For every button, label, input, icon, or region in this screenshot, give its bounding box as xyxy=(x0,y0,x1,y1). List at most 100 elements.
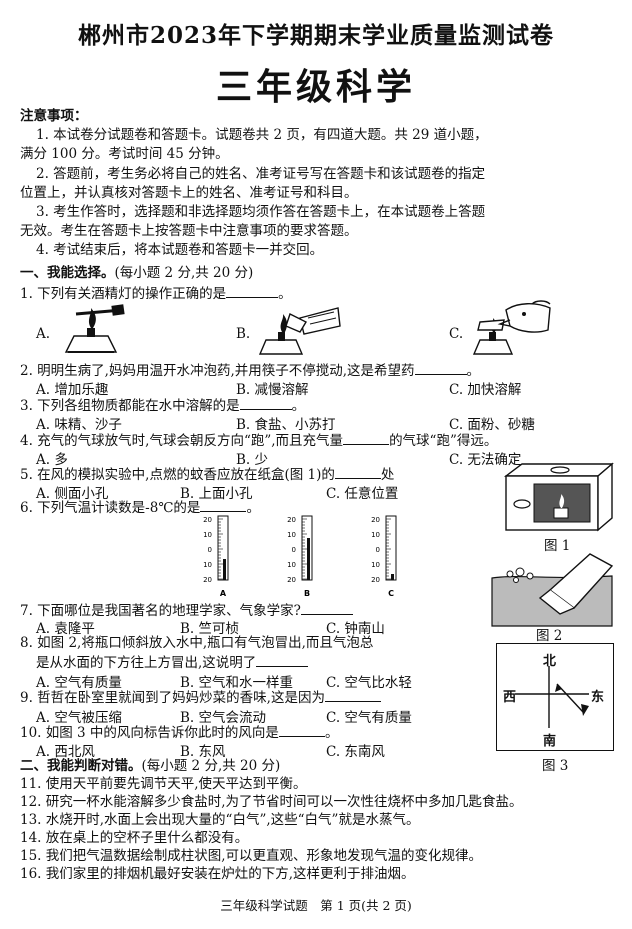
q10-option-c[interactable]: C. 东南风 xyxy=(326,744,385,760)
q10-text: 10. 如图 3 中的风向标告诉你此时的风向是 xyxy=(20,725,279,741)
alcohol-lamp-b-image xyxy=(258,307,341,355)
q4-option-c[interactable]: C. 无法确定 xyxy=(449,452,522,468)
notice-line: 满分 100 分。考试时间 45 分钟。 xyxy=(20,146,229,162)
thermometer-tick-label: 10 xyxy=(287,561,296,569)
compass-west: 西 xyxy=(503,690,517,705)
exam-title: 郴州市2023年下学期期末学业质量监测试卷 xyxy=(77,22,554,49)
q3-text: 3. 下列各组物质都能在水中溶解的是 xyxy=(20,398,240,414)
answer-blank[interactable] xyxy=(324,688,381,702)
thermometer-liquid xyxy=(307,538,310,580)
answer-blank[interactable] xyxy=(278,723,325,737)
q8-text: 是从水面的下方往上方冒出,这说明了 xyxy=(36,655,257,671)
q6-stem: 6. 下列气温计读数是-8℃的是。 xyxy=(20,498,260,516)
section2-title: 二、我能判断对错。(每小题 2 分,共 20 分) xyxy=(20,758,280,775)
thermometer-tick-label: 20 xyxy=(203,516,212,524)
judge-item: 12. 研究一杯水能溶解多少食盐时,为了节省时间可以一次性往烧杯中多加几匙食盐。 xyxy=(20,794,523,810)
notice-line: 3. 考生作答时，选择题和非选择题均须作答在答题卡上，在本试题卷上答题 xyxy=(36,204,486,220)
q10-option-b[interactable]: B. 东风 xyxy=(180,744,226,760)
q3-option-b[interactable]: B. 食盐、小苏打 xyxy=(236,417,336,433)
q9-option-c[interactable]: C. 空气有质量 xyxy=(326,710,412,726)
thermometer-label: A xyxy=(220,589,227,598)
q9-option-a[interactable]: A. 空气被压缩 xyxy=(36,710,122,726)
q3-option-a[interactable]: A. 味精、沙子 xyxy=(36,417,122,433)
judge-item: 11. 使用天平前要先调节天平,使天平达到平衡。 xyxy=(20,776,307,792)
page-footer: 三年级科学试题 第 1 页(共 2 页) xyxy=(220,898,412,913)
answer-blank[interactable] xyxy=(226,284,279,298)
wind-vane-drawing xyxy=(515,666,589,728)
q5-option-c[interactable]: C. 任意位置 xyxy=(326,486,399,502)
notice-line: 4. 考试结束后，将本试题卷和答题卡一并交回。 xyxy=(36,242,324,258)
thermometer-tick-label: 10 xyxy=(371,561,380,569)
bottle-in-water-figure xyxy=(491,553,614,627)
thermometer-tube xyxy=(385,515,397,581)
thermometer-tick-label: 10 xyxy=(203,561,212,569)
q5-option-a[interactable]: A. 侧面小孔 xyxy=(36,486,109,502)
judge-item: 13. 水烧开时,水面上会出现大量的“白气”,这些“白气”就是水蒸气。 xyxy=(20,812,420,828)
q2-stem: 2. 明明生病了,妈妈用温开水冲泡药,并用筷子不停搅动,这是希望药。 xyxy=(20,361,481,379)
q4-text-tail: 的气球“跑”得远。 xyxy=(389,433,498,449)
q4-option-a[interactable]: A. 多 xyxy=(36,452,68,468)
answer-blank[interactable] xyxy=(300,601,353,615)
q9-option-b[interactable]: B. 空气会流动 xyxy=(180,710,267,726)
section1-title: 一、我能选择。(每小题 2 分,共 20 分) xyxy=(20,265,253,282)
compass-east: 东 xyxy=(591,690,605,705)
thermometer-tick-label: 20 xyxy=(287,516,296,524)
figure2-caption: 图 2 xyxy=(536,628,563,644)
q1-option-a[interactable]: A. xyxy=(36,326,51,342)
q6-text: 6. 下列气温计读数是-8℃的是 xyxy=(20,500,201,516)
q7-option-c[interactable]: C. 钟南山 xyxy=(326,621,385,637)
answer-blank[interactable] xyxy=(256,653,309,667)
q9-text: 9. 哲哲在卧室里就闻到了妈妈炒菜的香味,这是因为 xyxy=(20,690,325,706)
wind-vane-figure: 北 南 西 东 xyxy=(496,643,614,751)
notice-line: 无效。考生在答题卡上按答题卡中注意事项的要求答题。 xyxy=(20,223,358,239)
q2-option-a[interactable]: A. 增加乐趣 xyxy=(36,382,109,398)
answer-blank[interactable] xyxy=(343,431,390,445)
q1-text: 1. 下列有关酒精灯的操作正确的是 xyxy=(20,286,227,302)
q2-option-c[interactable]: C. 加快溶解 xyxy=(449,382,522,398)
q5-stem: 5. 在风的模拟实验中,点燃的蚊香应放在纸盒(图 1)的处 xyxy=(20,465,394,484)
thermometer-tick-label: 10 xyxy=(203,531,212,539)
section1-note: (每小题 2 分,共 20 分) xyxy=(114,265,254,281)
notice-heading: 注意事项： xyxy=(20,108,88,124)
thermometer-tick-label: 10 xyxy=(371,531,380,539)
q2-text: 2. 明明生病了,妈妈用温开水冲泡药,并用筷子不停搅动,这是希望药 xyxy=(20,363,415,379)
answer-blank[interactable] xyxy=(414,361,467,375)
compass-south: 南 xyxy=(543,734,557,749)
section1-heading: 一、我能选择。 xyxy=(20,265,115,281)
thermometer-tick-label: 0 xyxy=(376,546,380,554)
thermometer-tick-label: 20 xyxy=(371,576,380,584)
q2-option-b[interactable]: B. 减慢溶解 xyxy=(236,382,309,398)
answer-blank[interactable] xyxy=(200,498,247,512)
alcohol-lamp-a-image xyxy=(64,304,125,353)
q8-option-a[interactable]: A. 空气有质量 xyxy=(36,675,122,691)
answer-blank[interactable] xyxy=(239,396,292,410)
q5-option-b[interactable]: B. 上面小孔 xyxy=(180,486,253,502)
q7-option-b[interactable]: B. 竺可桢 xyxy=(180,621,240,637)
q9-stem: 9. 哲哲在卧室里就闻到了妈妈炒菜的香味,这是因为 xyxy=(20,688,381,707)
figure1-caption: 图 1 xyxy=(544,538,571,554)
q4-option-b[interactable]: B. 少 xyxy=(236,452,269,468)
thermometer-tick-label: 0 xyxy=(292,546,296,554)
q7-option-a[interactable]: A. 袁隆平 xyxy=(36,621,95,637)
compass-north: 北 xyxy=(543,654,557,669)
q1-option-b[interactable]: B. xyxy=(236,326,251,342)
answer-blank[interactable] xyxy=(334,465,381,479)
q7-stem: 7. 下面哪位是我国著名的地理学家、气象学家? xyxy=(20,601,353,620)
figure3-caption: 图 3 xyxy=(542,758,569,774)
q8-option-c[interactable]: C. 空气比水轻 xyxy=(326,675,412,691)
paper-box-figure xyxy=(503,462,614,532)
thermometer-tick-label: 0 xyxy=(208,546,212,554)
thermometer-liquid xyxy=(391,574,394,580)
q3-option-c[interactable]: C. 面粉、砂糖 xyxy=(449,417,535,433)
notice-line: 1. 本试卷分试题卷和答题卡。试题卷共 2 页，有四道大题。共 29 道小题， xyxy=(36,127,488,143)
thermometer-liquid xyxy=(223,559,226,580)
q8-option-b[interactable]: B. 空气和水一样重 xyxy=(180,675,294,691)
section2-note: (每小题 2 分,共 20 分) xyxy=(141,758,281,774)
q7-text: 7. 下面哪位是我国著名的地理学家、气象学家? xyxy=(20,603,301,619)
alcohol-lamp-c-image xyxy=(472,300,551,355)
q10-option-a[interactable]: A. 西北风 xyxy=(36,744,95,760)
notice-line: 2. 答题前，考生务必将自己的姓名、准考证号写在答题卡和该试题卷的指定 xyxy=(36,166,486,182)
judge-item: 14. 放在桌上的空杯子里什么都没有。 xyxy=(20,830,249,846)
q1-option-c[interactable]: C. xyxy=(449,326,464,342)
